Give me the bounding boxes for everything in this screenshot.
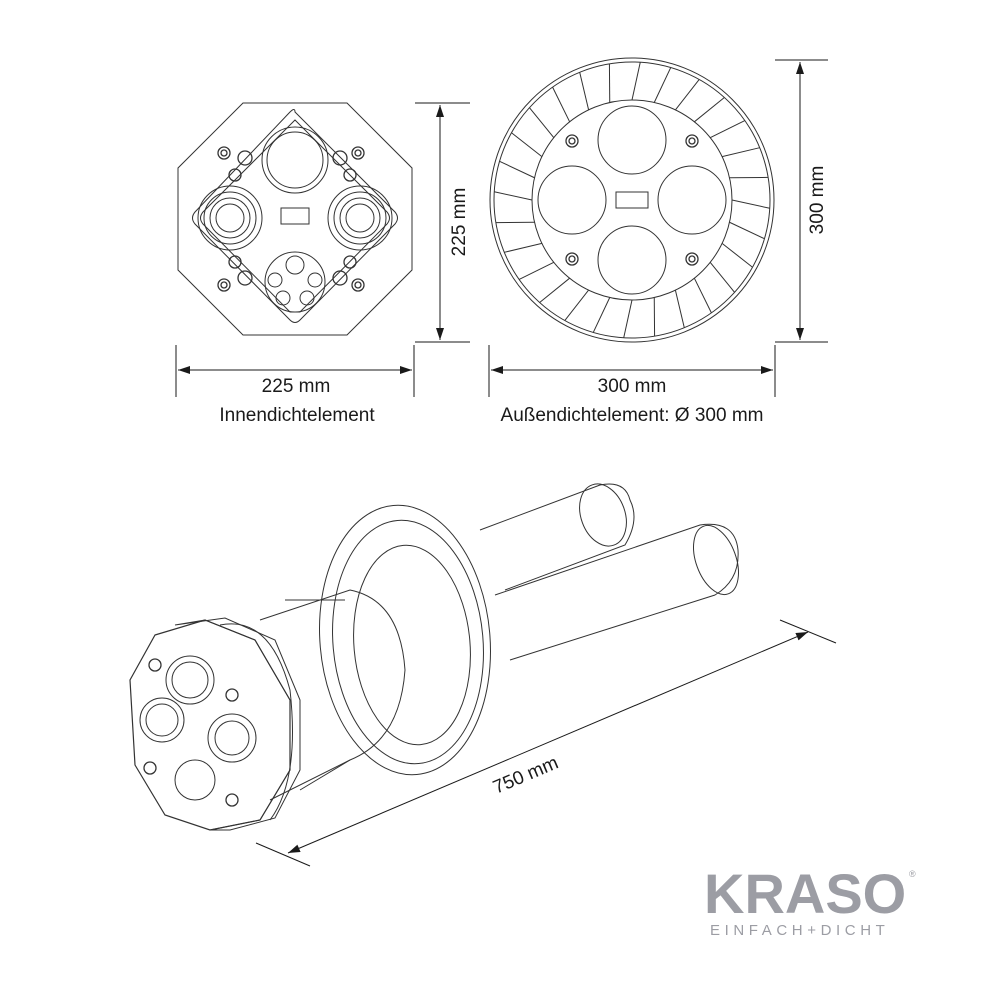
nut-icons [217, 146, 365, 292]
seal-rib [539, 277, 570, 303]
seal-rib [721, 147, 760, 158]
seal-rib [564, 289, 590, 321]
outer-height-label: 300 mm [807, 165, 828, 235]
logo-tagline: EINFACH+DICHT [710, 922, 890, 939]
seal-rib [529, 107, 555, 138]
logo-brand: KRASO [704, 862, 907, 925]
seal-rib [674, 79, 700, 111]
seal-rib [579, 72, 590, 111]
assembly-3d-view [129, 483, 739, 831]
inner-height-label: 225 mm [449, 187, 470, 257]
inner-seal-top-view [177, 102, 413, 336]
seal-rib [653, 67, 672, 103]
seal-rib [731, 199, 770, 209]
seal-rib [694, 97, 725, 123]
port-left [197, 185, 263, 251]
outer-caption: Außendichtelement: Ø 300 mm [500, 405, 764, 426]
seal-rib [631, 62, 641, 101]
dimension-lines [175, 59, 837, 867]
seal-rib [709, 262, 735, 293]
seal-rib [511, 132, 543, 158]
seal-rib [504, 242, 543, 253]
seal-rib [721, 242, 753, 268]
seal-rib [494, 191, 533, 201]
seal-rib [674, 289, 685, 328]
kraso-logo: KRASO ® EINFACH+DICHT [704, 866, 944, 940]
port-right [327, 185, 393, 251]
seal-rib [729, 221, 765, 240]
outer-width-label: 300 mm [597, 376, 667, 397]
seal-rib [623, 299, 633, 338]
seal-rib [709, 120, 746, 139]
outer-seal-top-view [489, 57, 775, 343]
inner-width-label: 225 mm [261, 376, 331, 397]
seal-rib [552, 86, 571, 123]
registered-mark: ® [909, 869, 916, 879]
inner-caption: Innendichtelement [219, 405, 375, 426]
seal-rib [693, 277, 712, 314]
seal-rib [499, 160, 535, 179]
seal-rib [592, 297, 611, 333]
seal-rib [518, 261, 555, 280]
